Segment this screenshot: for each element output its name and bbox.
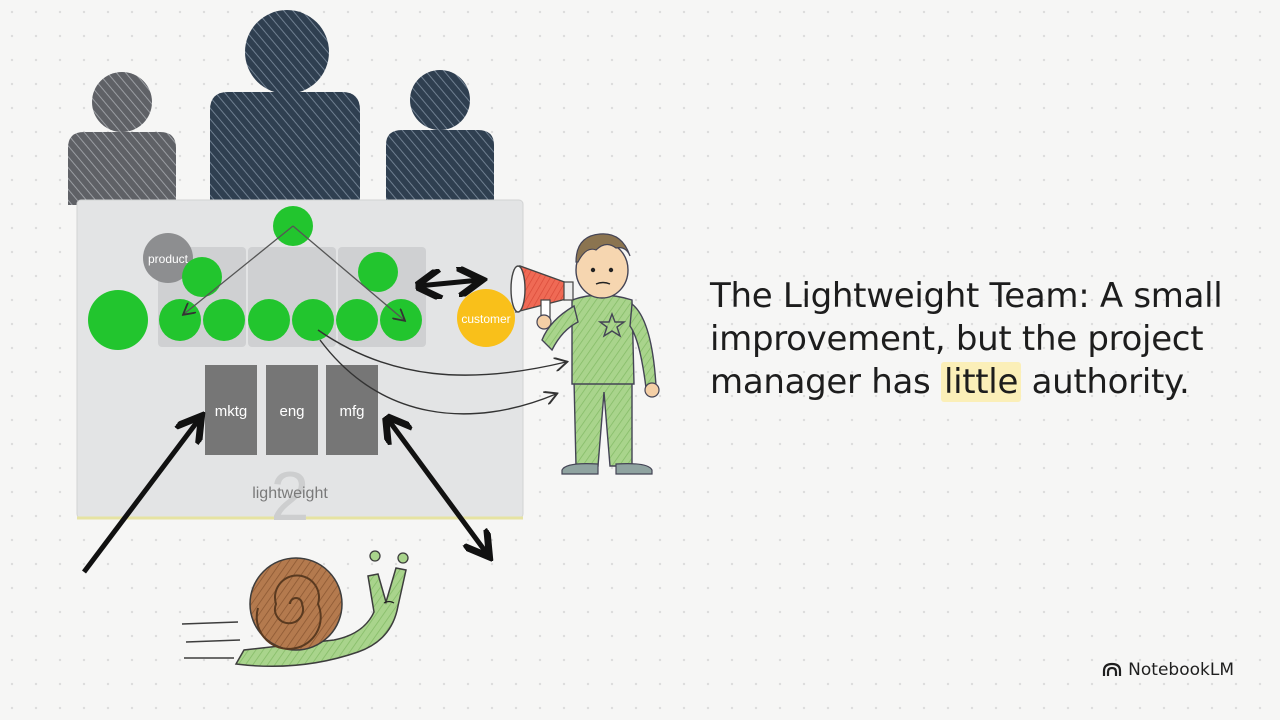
team-member — [203, 299, 245, 341]
snail-illustration — [181, 550, 409, 667]
function-box-mfg: mfg — [326, 365, 378, 455]
coordination-line-left — [184, 225, 294, 314]
influence-arrow-lower — [319, 339, 556, 415]
team-member — [292, 299, 334, 341]
manager-silhouette-left — [68, 72, 176, 205]
notebooklm-brand: NotebookLM — [1102, 660, 1234, 680]
big-arrow-left — [82, 418, 200, 574]
big-arrow-right — [387, 418, 488, 555]
headline-text-after: authority. — [1021, 362, 1190, 402]
headline-highlight: little — [940, 362, 1022, 402]
team-member — [182, 257, 222, 297]
function-box-eng: eng — [266, 365, 318, 455]
team-member — [336, 299, 378, 341]
product-label: product — [148, 252, 189, 266]
lightweight-team-illustration: product customer mktg — [68, 10, 660, 667]
brand-name: NotebookLM — [1128, 660, 1234, 680]
team-member — [88, 290, 148, 350]
function-box-mktg: mktg — [205, 365, 257, 455]
customer-double-arrow — [418, 280, 480, 286]
diagram-caption: lightweight — [252, 485, 328, 502]
function-label-eng: eng — [279, 403, 304, 420]
headline-text-before: The Lightweight Team: A small improvemen… — [710, 276, 1223, 402]
team-member — [248, 299, 290, 341]
team-member — [358, 252, 398, 292]
manager-silhouette-center — [210, 10, 360, 205]
notebooklm-logo-icon — [1102, 662, 1122, 678]
function-label-mktg: mktg — [215, 403, 248, 420]
influence-arrow-upper — [317, 329, 566, 376]
coordination-line-right — [292, 225, 404, 320]
product-circle: product — [143, 233, 193, 283]
team-members — [88, 206, 422, 350]
manager-silhouette-right — [386, 70, 494, 205]
diagram-number: 2 — [271, 457, 310, 535]
function-label-mfg: mfg — [339, 403, 364, 420]
customer-circle: customer — [457, 289, 515, 347]
slide-headline: The Lightweight Team: A small improvemen… — [710, 275, 1230, 404]
customer-label: customer — [461, 312, 510, 326]
project-manager-figure — [510, 233, 660, 475]
